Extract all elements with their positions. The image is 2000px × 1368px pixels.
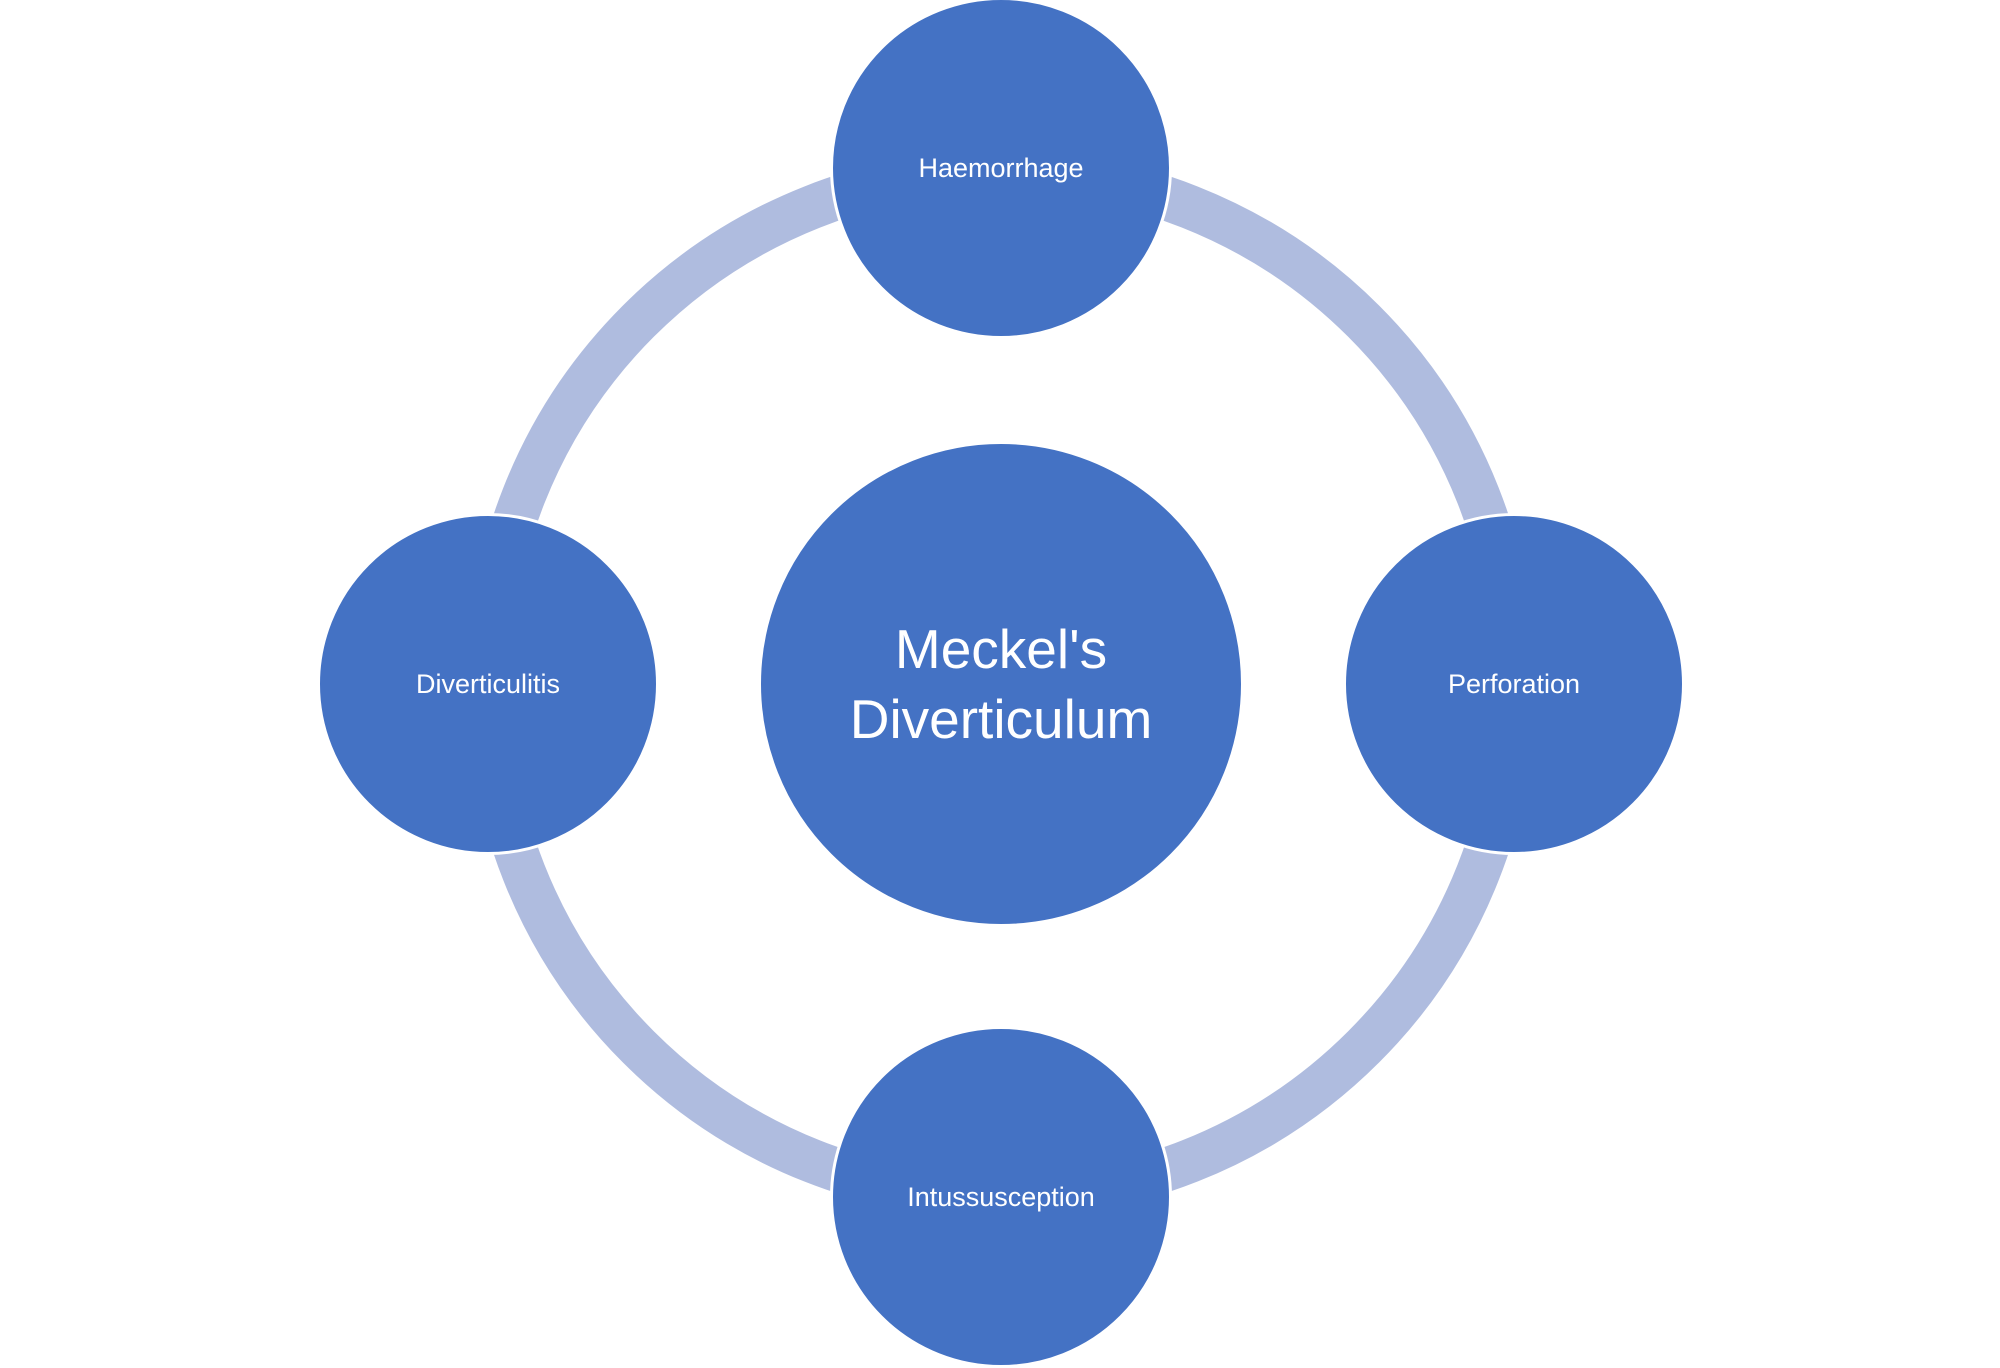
node-label: Intussusception xyxy=(907,1181,1095,1212)
node-label: Perforation xyxy=(1447,668,1581,699)
node-label: Diverticulitis xyxy=(415,668,561,699)
node-perforation: Perforation xyxy=(1343,513,1685,855)
center-label-line1: Meckel's xyxy=(894,618,1108,680)
center-label-line2: Diverticulum xyxy=(849,688,1153,750)
node-intussusception: Intussusception xyxy=(830,1026,1172,1368)
center-node: Meckel's Diverticulum xyxy=(758,441,1244,927)
node-haemorrhage: Haemorrhage xyxy=(830,0,1172,339)
node-diverticulitis: Diverticulitis xyxy=(317,513,659,855)
node-label: Haemorrhage xyxy=(918,152,1084,183)
